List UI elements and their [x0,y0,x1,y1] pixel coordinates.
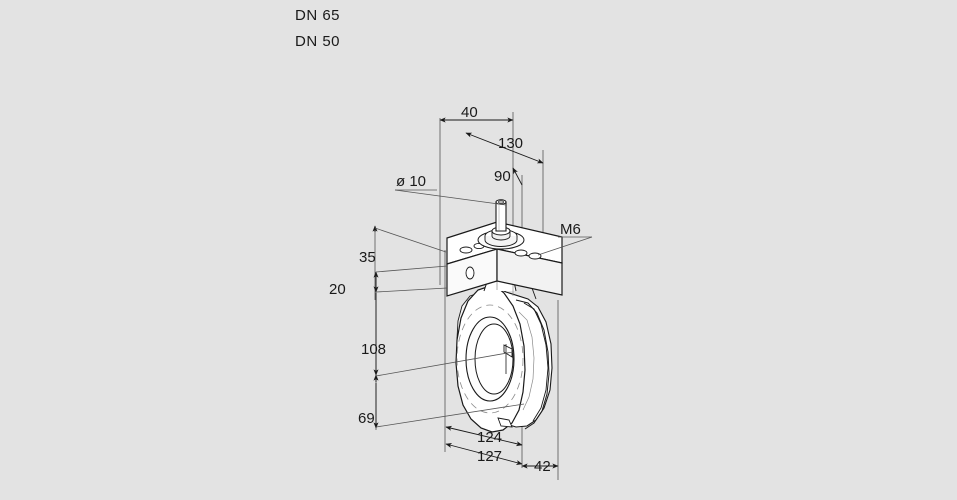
dim-text-35: 35 [359,249,376,266]
callout-text-shaft-diameter: ø 10 [396,173,426,190]
valve-bore-inner [474,323,514,395]
leader-69 [375,403,525,428]
nominal-size-label-1: DN 65 [295,7,341,24]
bolt-hole-m6 [528,252,542,260]
dimension-lines [372,117,559,469]
dim-line-130 [465,132,544,164]
bolt-hole-front-left [459,246,473,254]
leader-shaft-diameter [394,189,507,206]
bolt-hole-rear-right [514,249,528,257]
dim-line-124 [445,425,523,447]
valve-body [455,269,553,433]
dim-text-124: 124 [477,429,502,446]
plate-side-hole [465,266,475,280]
dim-line-90 [512,167,523,186]
leader-35 [374,227,447,253]
dim-text-90: 90 [494,168,511,185]
leader-20-top [375,265,448,273]
callout-text-m6: M6 [560,221,581,238]
valve-assembly [446,199,563,433]
shaft-body [495,201,507,232]
dim-text-20: 20 [329,281,346,298]
leader-20-bottom [375,287,448,293]
leader-108 [375,351,514,377]
flange-hidden-circle [456,304,524,414]
body-inner-seat-line [518,311,535,411]
dim-text-40: 40 [461,104,478,121]
callout-leaders [394,189,593,256]
dim-text-108: 108 [361,341,386,358]
shaft-center-hole [498,200,504,204]
shaft-boss-side [484,236,518,247]
dim-text-130: 130 [498,135,523,152]
dimension-texts: 40 130 90 35 20 108 69 124 127 42 ø 10 M… [329,104,581,475]
plate-side-face [496,248,563,296]
dim-text-42: 42 [534,458,551,475]
nominal-size-label-2: DN 50 [295,33,341,50]
leader-m6 [537,236,593,256]
dim-line-127 [445,443,523,465]
mounting-plate [446,221,563,297]
dim-text-69: 69 [358,410,375,427]
body-rear-rim-2 [523,302,549,422]
dim-text-127: 127 [477,448,502,465]
drive-shaft [495,199,507,232]
